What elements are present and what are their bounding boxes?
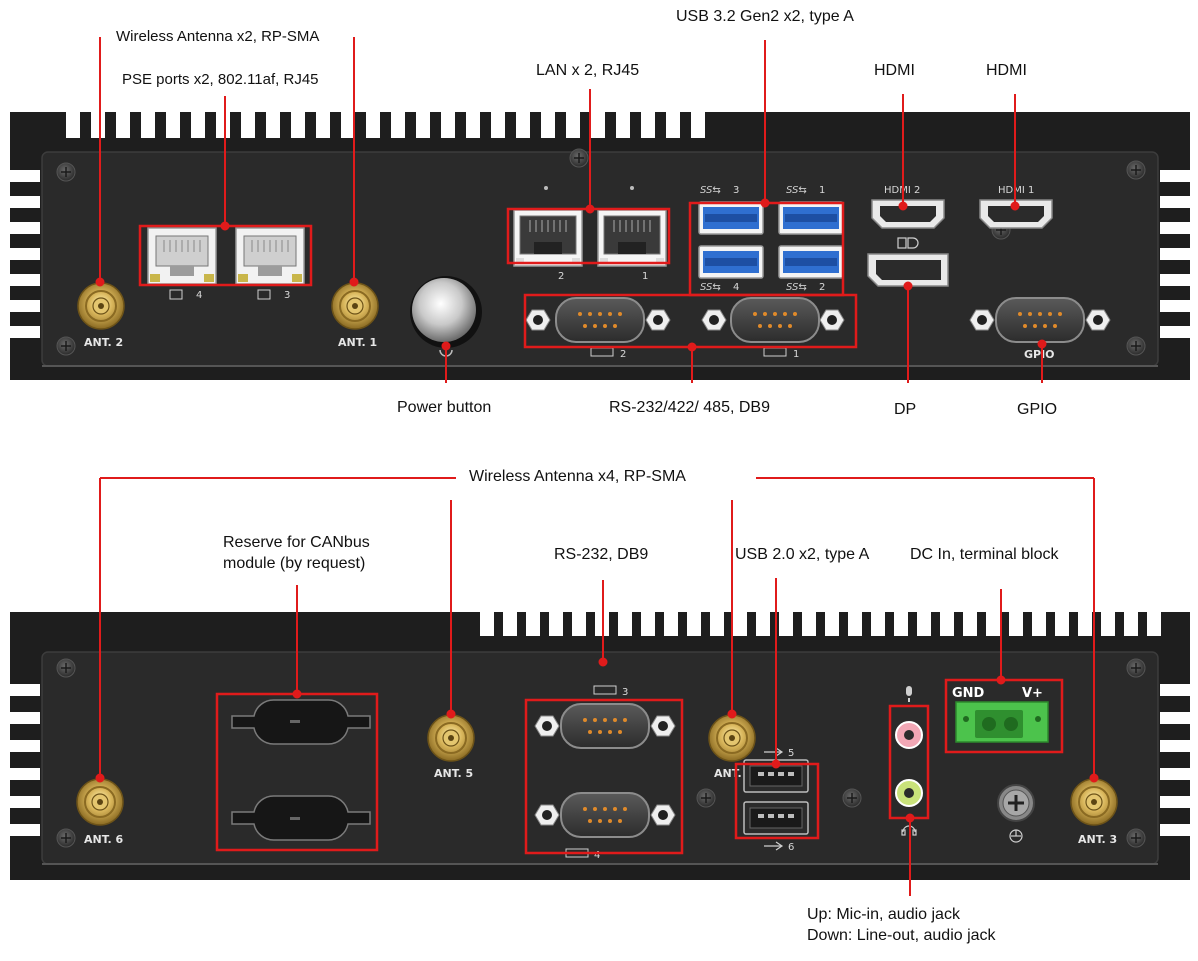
ground-screw <box>997 784 1035 822</box>
ant5-label: ANT. 5 <box>434 767 473 780</box>
mic-in-jack <box>895 721 923 749</box>
top-fins-top <box>66 112 705 138</box>
com2-label: 2 <box>620 349 626 360</box>
pse4-label: 4 <box>196 290 202 301</box>
hdmi1-label: HDMI 1 <box>998 185 1034 196</box>
callout-hdmi-2: HDMI <box>874 62 915 79</box>
usb5-label: 5 <box>788 748 794 759</box>
lan1-label: 1 <box>642 271 648 282</box>
callout-audio-down: Down: Line-out, audio jack <box>807 927 996 944</box>
bottom-panel: ANT. 6 ANT. 5 ANT. 4 ANT. 3 3 4 5 6 <box>10 612 1190 880</box>
ant2-connector <box>77 282 125 330</box>
svg-text:SS⇆: SS⇆ <box>786 185 807 196</box>
callout-canbus: Reserve for CANbus module (by request) <box>223 534 370 572</box>
power-button <box>410 276 482 357</box>
com1-label: 1 <box>793 349 799 360</box>
callout-rs232: RS-232, DB9 <box>554 546 649 563</box>
usb3-label: 3 <box>733 185 739 196</box>
callout-dp: DP <box>894 401 917 418</box>
callout-wireless-antenna-bottom: Wireless Antenna x4, RP-SMA <box>469 468 686 485</box>
com3-label: 3 <box>622 687 628 698</box>
callout-lan: LAN x 2, RJ45 <box>536 62 640 79</box>
callout-lines <box>95 37 1099 896</box>
top-panel: ANT. 2 ANT. 1 4 3 2 1 SS⇆SS⇆ SS⇆SS⇆ 3 1 … <box>10 112 1190 380</box>
callout-usb32: USB 3.2 Gen2 x2, type A <box>676 8 854 25</box>
ant6-label: ANT. 6 <box>84 833 124 846</box>
gnd-label: GND <box>952 686 985 701</box>
callout-usb20: USB 2.0 x2, type A <box>735 546 870 563</box>
callout-audio-up: Up: Mic-in, audio jack <box>807 906 960 923</box>
callout-power-button: Power button <box>397 399 492 416</box>
gpio-panel-label: GPIO <box>1024 348 1055 361</box>
callout-dc-in: DC In, terminal block <box>910 546 1059 563</box>
microphone-icon <box>906 686 912 702</box>
vplus-label: V+ <box>1022 686 1043 701</box>
svg-text:SS⇆: SS⇆ <box>786 282 807 293</box>
callout-pse-ports: PSE ports x2, 802.11af, RJ45 <box>122 71 319 88</box>
callout-gpio: GPIO <box>1017 401 1058 418</box>
ant1-connector <box>331 282 379 330</box>
svg-text:SS⇆: SS⇆ <box>700 282 721 293</box>
top-highlight-boxes <box>138 201 858 349</box>
bottom-fins-side <box>10 684 1190 836</box>
callout-rs232-422-485: RS-232/422/ 485, DB9 <box>609 399 770 416</box>
bottom-fins-top <box>480 612 1161 636</box>
network-icon <box>169 289 271 300</box>
dc-terminal-block <box>955 701 1049 743</box>
usb2-label: 2 <box>819 282 825 293</box>
top-fins-side <box>10 170 1190 338</box>
canbus-reserve <box>231 699 371 841</box>
usb-icon <box>764 747 784 851</box>
pse3-label: 3 <box>284 290 290 301</box>
ant3-label: ANT. 3 <box>1078 833 1117 846</box>
usb4-label: 4 <box>733 282 739 293</box>
line-out-jack <box>895 779 923 807</box>
svg-text:SS⇆: SS⇆ <box>700 185 721 196</box>
ground-icon <box>1009 829 1023 843</box>
callout-hdmi-1: HDMI <box>986 62 1027 79</box>
ant2-label: ANT. 2 <box>84 336 123 349</box>
usb1-label: 1 <box>819 185 825 196</box>
usb6-label: 6 <box>788 842 794 853</box>
callout-wireless-antenna-top: Wireless Antenna x2, RP-SMA <box>116 28 320 45</box>
displayport-icon <box>897 237 919 249</box>
usb-ss-icon: SS⇆ SS⇆ SS⇆ SS⇆ <box>700 185 807 293</box>
com4-label: 4 <box>594 850 600 861</box>
lan2-label: 2 <box>558 271 564 282</box>
ant1-label: ANT. 1 <box>338 336 377 349</box>
